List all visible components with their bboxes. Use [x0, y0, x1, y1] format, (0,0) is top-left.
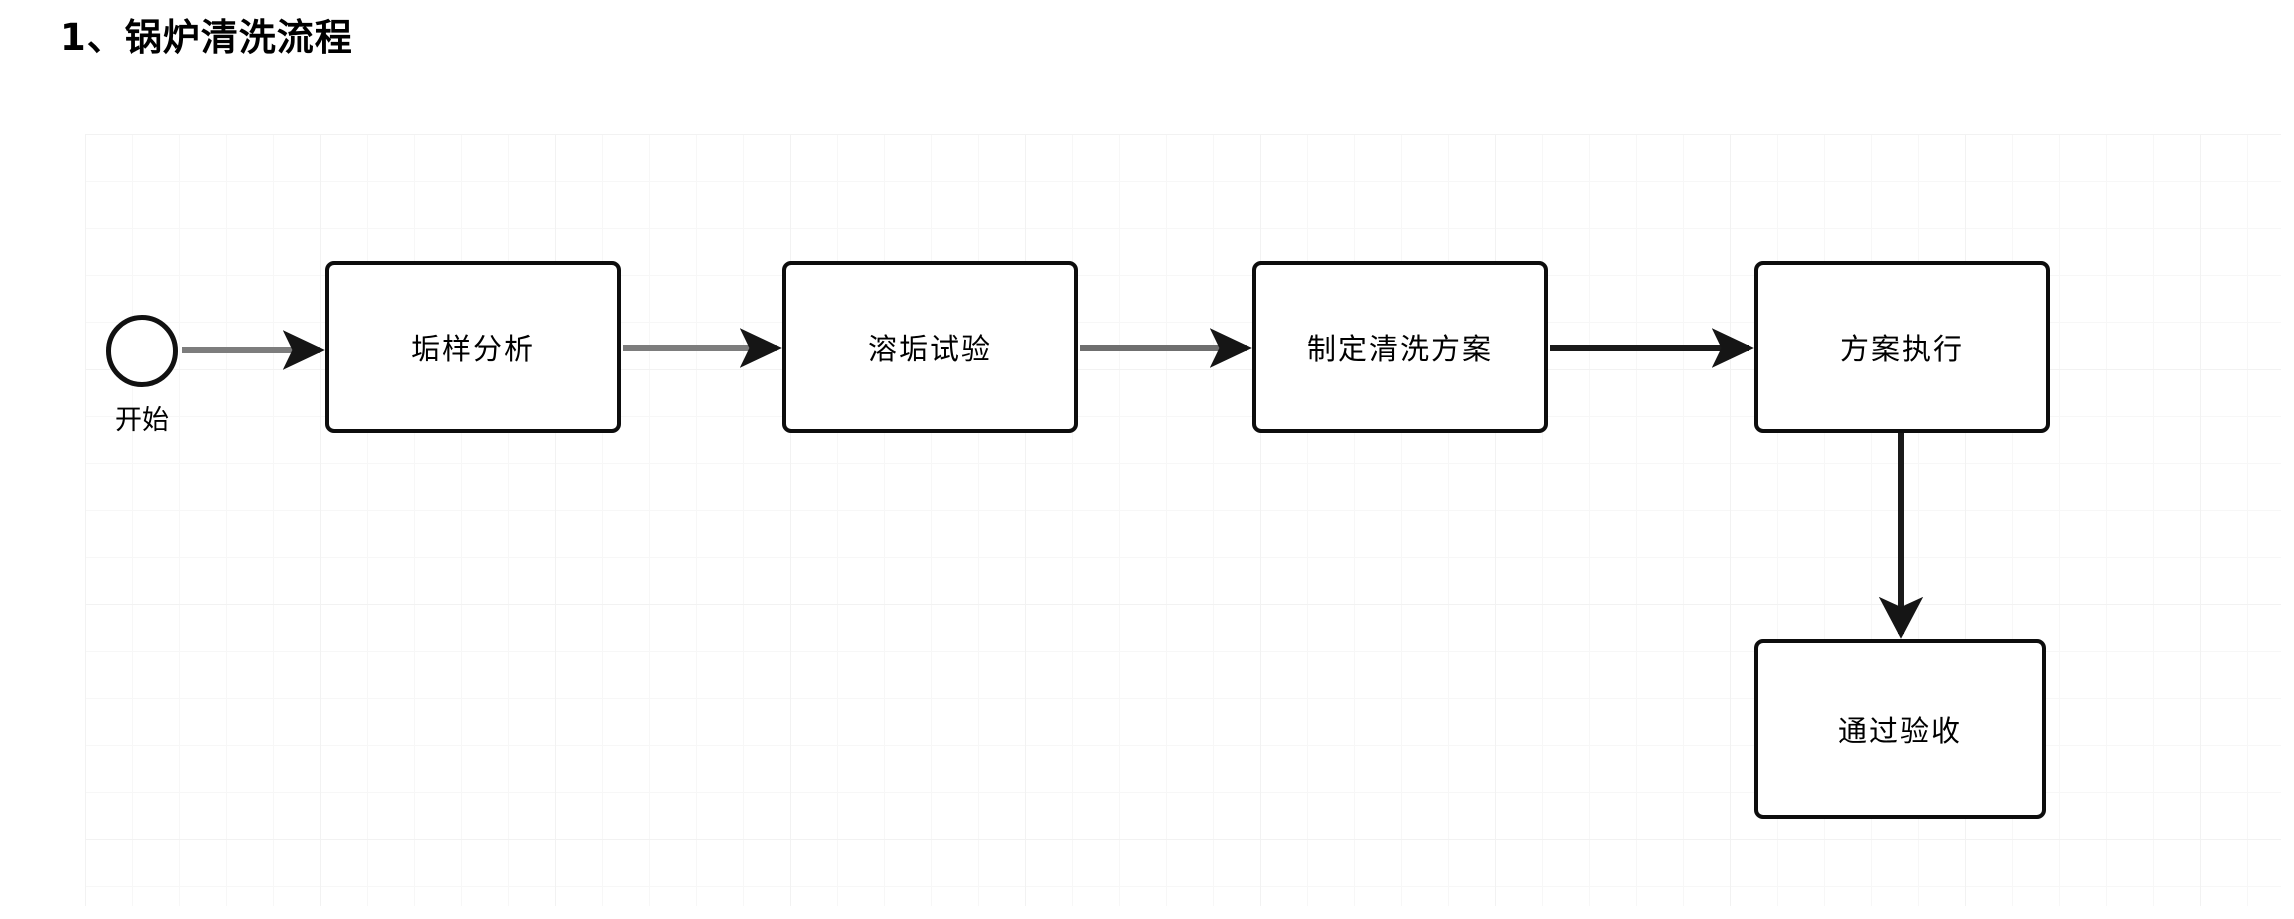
node-step-2-scale-dissolution-test[interactable]: 溶垢试验 [782, 261, 1078, 433]
node-step-1-scale-sample-analysis[interactable]: 垢样分析 [325, 261, 621, 433]
node-step-5-pass-acceptance[interactable]: 通过验收 [1754, 639, 2046, 819]
node-start-circle[interactable] [106, 315, 178, 387]
page-title: 1、锅炉清洗流程 [60, 16, 353, 59]
node-start-label: 开始 [115, 405, 169, 436]
node-step-4-plan-execution[interactable]: 方案执行 [1754, 261, 2050, 433]
node-step-3-formulate-cleaning-plan[interactable]: 制定清洗方案 [1252, 261, 1548, 433]
